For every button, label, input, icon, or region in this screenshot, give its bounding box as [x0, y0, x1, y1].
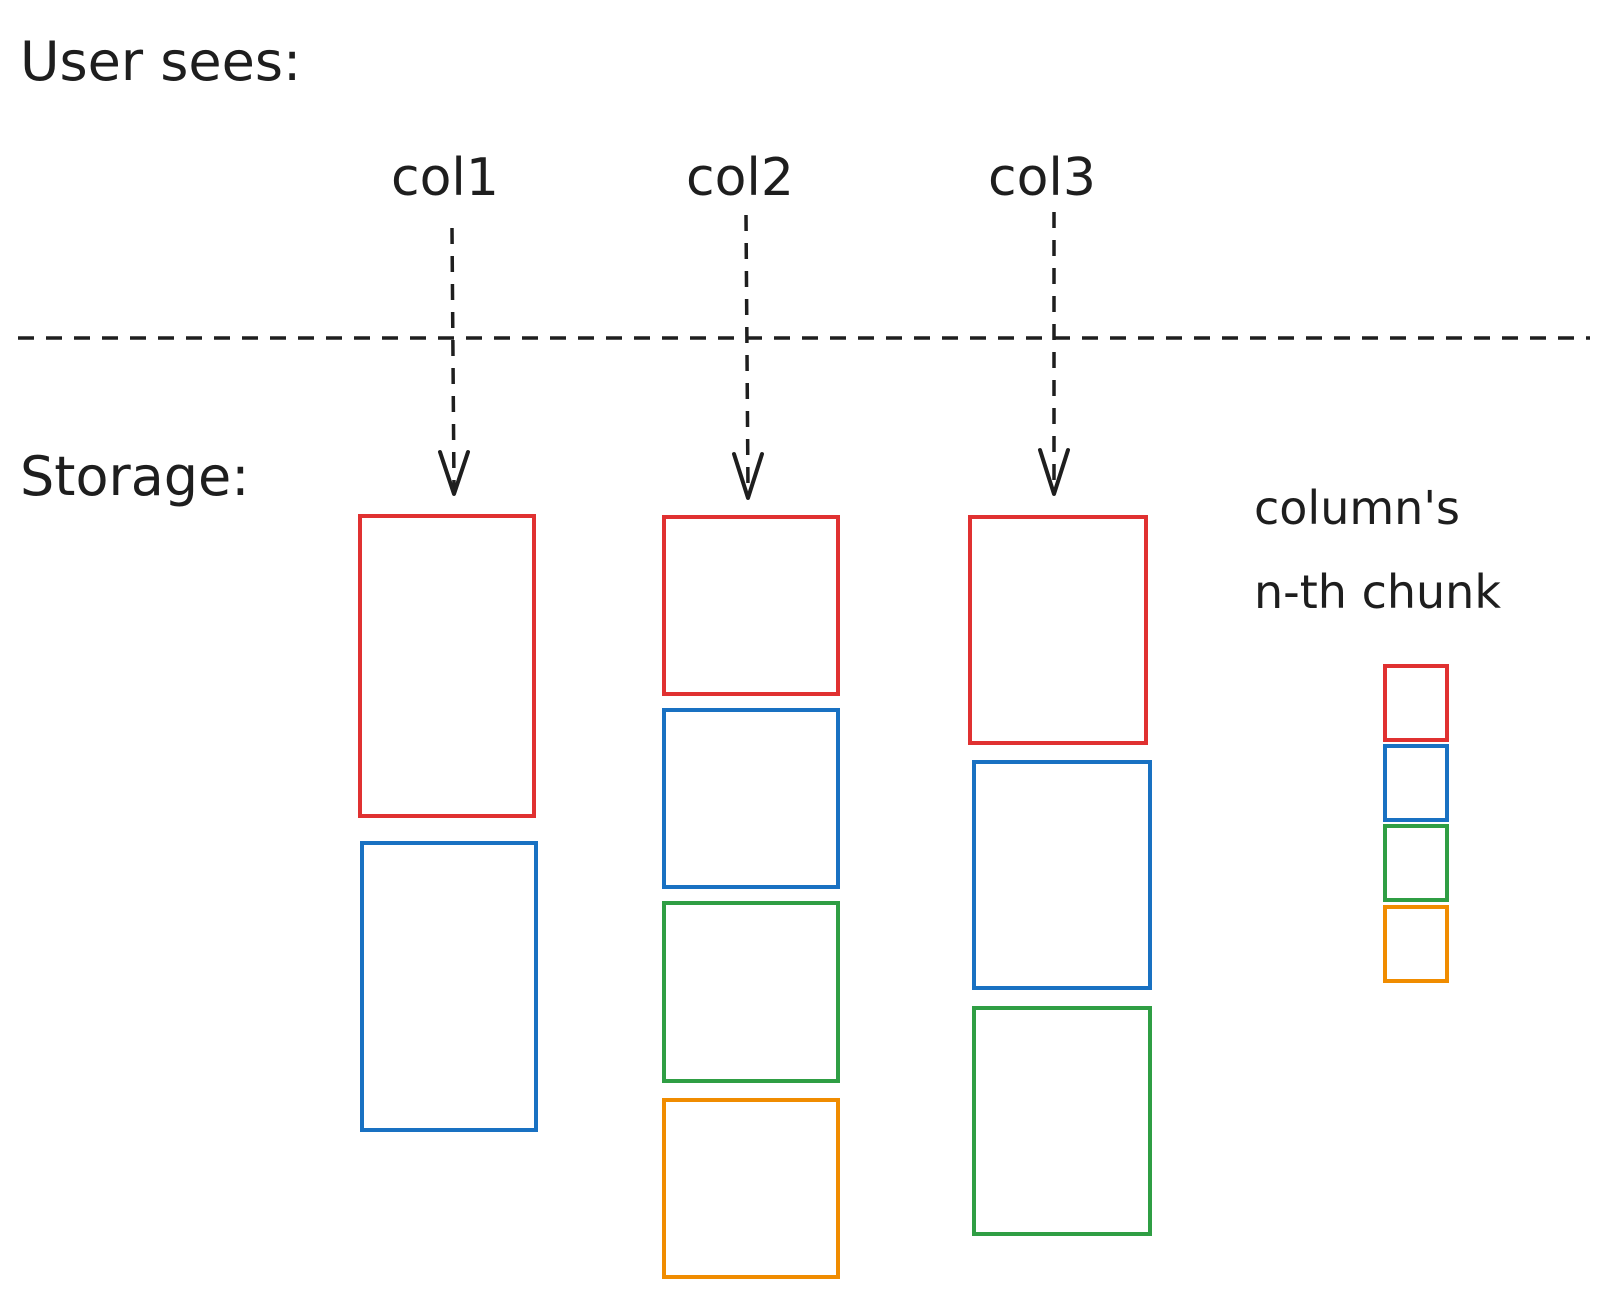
col2-chunk-1	[662, 515, 840, 696]
arrow-col2	[732, 214, 764, 500]
user-sees-label: User sees:	[20, 30, 301, 93]
col2-chunk-3	[662, 901, 840, 1083]
legend-chunk-4	[1383, 905, 1449, 983]
col2-chunk-4	[662, 1098, 840, 1279]
storage-label: Storage:	[20, 445, 249, 508]
legend-chunk-1	[1383, 664, 1449, 742]
col2-chunk-2	[662, 708, 840, 889]
col1-chunk-1	[358, 514, 536, 818]
column-label-col1: col1	[391, 148, 499, 208]
col1-chunk-2	[360, 841, 538, 1132]
col3-chunk-2	[972, 760, 1152, 990]
col3-chunk-3	[972, 1006, 1152, 1236]
arrow-col3	[1038, 212, 1070, 496]
column-label-col3: col3	[988, 148, 1096, 208]
legend-chunk-3	[1383, 824, 1449, 902]
legend-label-line1: column's	[1254, 481, 1460, 535]
column-label-col2: col2	[686, 148, 794, 208]
arrow-col1	[438, 227, 470, 496]
legend-label-line2: n-th chunk	[1254, 565, 1501, 619]
col3-chunk-1	[968, 515, 1148, 745]
legend-chunk-2	[1383, 744, 1449, 822]
